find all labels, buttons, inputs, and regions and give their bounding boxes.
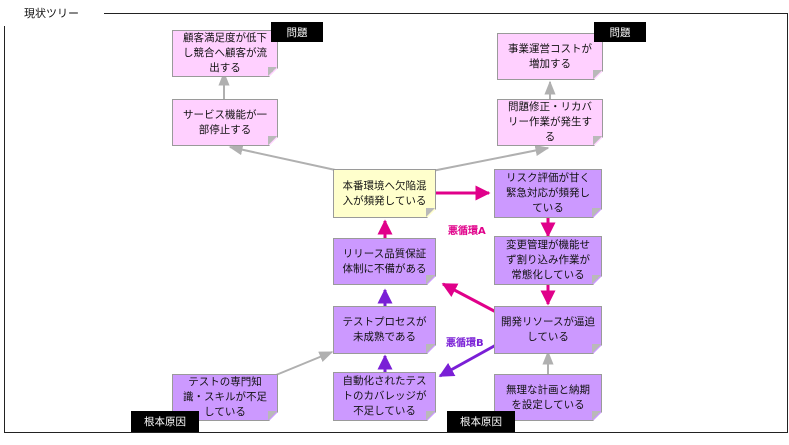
- loop-label-a: 悪循環A: [448, 226, 486, 237]
- node-prod-defects: 本番環境へ欠陥混入が頻発している: [333, 169, 436, 218]
- frame-left-border: [4, 26, 5, 433]
- frame-top-border: [104, 13, 788, 14]
- node-release-qa: リリース品質保証体制に不備がある: [333, 238, 436, 285]
- frame-right-border: [787, 13, 788, 433]
- tag-root-left: 根本原因: [131, 411, 199, 432]
- node-automation: 自動化されたテストのカバレッジが不足している: [333, 372, 436, 421]
- frame-title: 現状ツリー: [24, 7, 79, 20]
- loop-label-b: 悪循環B: [446, 338, 484, 349]
- link-defects-to-service: [228, 144, 341, 172]
- node-service-down: サービス機能が一部停止する: [172, 99, 278, 146]
- link-defects-to-fix: [431, 144, 550, 172]
- tag-problem-right: 問題: [594, 22, 646, 42]
- node-ops-cost: 事業運営コストが増加する: [497, 33, 603, 80]
- node-dev-resources: 開発リソースが逼迫している: [494, 306, 602, 354]
- tag-root-right: 根本原因: [447, 411, 515, 432]
- loopB-resources-to-automation: [438, 343, 497, 378]
- frame-bottom-border: [4, 432, 788, 433]
- node-risk-eval: リスク評価が甘く緊急対応が頻発している: [494, 169, 602, 218]
- link-skill-to-testprocess: [275, 351, 334, 376]
- node-change-mgmt: 変更管理が機能せず割り込み作業が常態化している: [494, 236, 602, 285]
- tag-problem-left: 問題: [271, 22, 323, 42]
- node-test-process: テストプロセスが未成熟である: [333, 306, 436, 354]
- node-customer-satisfaction: 顧客満足度が低下し競合へ顧客が流出する: [172, 30, 278, 77]
- node-test-skill: テストの専門知識・スキルが不足している: [172, 374, 278, 421]
- node-fix-recovery: 問題修正・リカバリー作業が発生する: [497, 99, 603, 146]
- loopA-resources-to-release: [441, 282, 497, 314]
